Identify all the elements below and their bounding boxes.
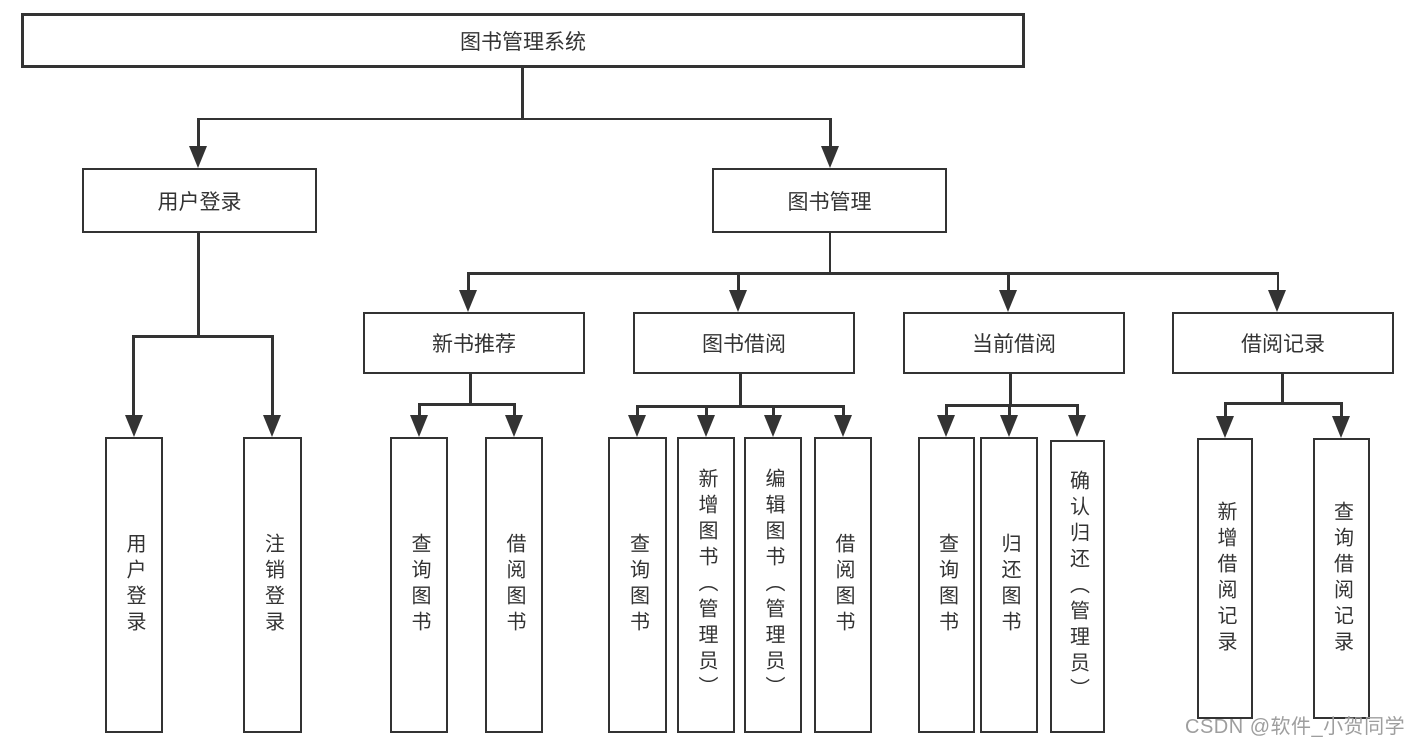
leaf-user-login-label: 用户登录 xyxy=(123,533,145,637)
leaf-query-books-current: 查询图书 xyxy=(918,437,975,733)
node-book-borrow-label: 图书借阅 xyxy=(702,333,786,356)
connector-stem xyxy=(467,272,470,292)
connector-root-trunk xyxy=(521,68,524,119)
leaf-add-books-admin-label: 新增图书（管理员） xyxy=(695,468,717,702)
leaf-return-books: 归还图书 xyxy=(980,437,1038,733)
leaf-logout-label: 注销登录 xyxy=(261,533,284,637)
connector-stem xyxy=(271,335,274,417)
connector-stem xyxy=(513,403,516,417)
connector-stem xyxy=(1224,402,1227,417)
leaf-confirm-return-admin-label: 确认归还（管理员） xyxy=(1066,469,1089,704)
arrowhead-icon xyxy=(505,415,523,437)
leaf-edit-books-admin-label: 编辑图书（管理员） xyxy=(762,468,784,702)
node-current-borrow: 当前借阅 xyxy=(903,312,1125,374)
arrowhead-icon xyxy=(1216,416,1234,438)
connector-stem xyxy=(737,272,740,292)
connector-stem xyxy=(1008,404,1011,417)
watermark: CSDN @软件_小贺同学 xyxy=(1185,716,1405,738)
node-book-management: 图书管理 xyxy=(712,168,947,233)
connector-book-borrow-splitter xyxy=(636,405,844,408)
arrowhead-icon xyxy=(937,415,955,437)
connector-stem xyxy=(1076,404,1079,417)
leaf-borrow-books-recommend-label: 借阅图书 xyxy=(503,533,525,637)
node-user-login: 用户登录 xyxy=(82,168,317,233)
node-new-book-recommend-label: 新书推荐 xyxy=(432,333,516,356)
connector-borrow-record-trunk xyxy=(1281,374,1284,404)
connector-current-borrow-splitter xyxy=(945,404,1078,407)
arrowhead-icon xyxy=(628,415,646,437)
node-new-book-recommend: 新书推荐 xyxy=(363,312,585,374)
connector-book-borrow-trunk xyxy=(739,374,742,407)
connector-current-borrow-trunk xyxy=(1009,374,1012,406)
connector-stem xyxy=(197,117,200,148)
leaf-query-books-recommend: 查询图书 xyxy=(390,437,448,733)
connector-stem xyxy=(636,405,639,417)
leaf-query-books-current-label: 查询图书 xyxy=(935,533,958,637)
connector-stem xyxy=(772,405,775,417)
arrowhead-icon xyxy=(1332,416,1350,438)
connector-user-login-trunk xyxy=(197,233,200,337)
connector-root-splitter xyxy=(197,117,832,120)
arrowhead-icon xyxy=(1068,415,1086,437)
node-book-borrow: 图书借阅 xyxy=(633,312,855,374)
leaf-query-borrow-record: 查询借阅记录 xyxy=(1313,438,1370,719)
connector-stem xyxy=(132,335,135,417)
connector-book-management-splitter xyxy=(467,272,1279,275)
leaf-user-login: 用户登录 xyxy=(105,437,163,733)
arrowhead-icon xyxy=(1268,290,1286,312)
leaf-logout: 注销登录 xyxy=(243,437,302,733)
connector-new-book-splitter xyxy=(418,403,515,406)
connector-stem xyxy=(1007,272,1010,292)
node-current-borrow-label: 当前借阅 xyxy=(972,333,1056,356)
arrowhead-icon xyxy=(410,415,428,437)
leaf-confirm-return-admin: 确认归还（管理员） xyxy=(1050,440,1105,733)
connector-book-management-trunk xyxy=(828,233,831,274)
leaf-return-books-label: 归还图书 xyxy=(998,533,1020,637)
connector-stem xyxy=(829,117,832,148)
leaf-add-borrow-record: 新增借阅记录 xyxy=(1197,438,1253,719)
node-borrow-record: 借阅记录 xyxy=(1172,312,1394,374)
arrowhead-icon xyxy=(821,146,839,168)
leaf-query-borrow-record-label: 查询借阅记录 xyxy=(1330,500,1353,657)
connector-stem xyxy=(1340,402,1343,417)
leaf-edit-books-admin: 编辑图书（管理员） xyxy=(744,437,802,733)
node-borrow-record-label: 借阅记录 xyxy=(1241,333,1325,356)
node-user-login-label: 用户登录 xyxy=(157,190,242,214)
node-root-label: 图书管理系统 xyxy=(460,30,586,54)
arrowhead-icon xyxy=(834,415,852,437)
arrowhead-icon xyxy=(729,290,747,312)
connector-new-book-trunk xyxy=(469,374,472,405)
arrowhead-icon xyxy=(125,415,143,437)
leaf-query-books-borrow-label: 查询图书 xyxy=(626,533,649,637)
arrowhead-icon xyxy=(189,146,207,168)
node-book-management-label: 图书管理 xyxy=(787,190,872,214)
leaf-borrow-books-label: 借阅图书 xyxy=(832,533,854,637)
leaf-borrow-books: 借阅图书 xyxy=(814,437,872,733)
node-root: 图书管理系统 xyxy=(21,13,1025,68)
leaf-borrow-books-recommend: 借阅图书 xyxy=(485,437,543,733)
arrowhead-icon xyxy=(263,415,281,437)
connector-borrow-record-splitter xyxy=(1224,402,1342,405)
connector-stem xyxy=(418,403,421,417)
arrowhead-icon xyxy=(697,415,715,437)
connector-stem xyxy=(842,405,845,417)
leaf-query-books-recommend-label: 查询图书 xyxy=(408,533,430,637)
connector-stem xyxy=(1276,272,1279,292)
arrowhead-icon xyxy=(459,290,477,312)
leaf-query-books-borrow: 查询图书 xyxy=(608,437,667,733)
connector-stem xyxy=(705,405,708,417)
connector-user-login-splitter xyxy=(132,335,273,338)
leaf-add-books-admin: 新增图书（管理员） xyxy=(677,437,735,733)
arrowhead-icon xyxy=(1000,415,1018,437)
leaf-add-borrow-record-label: 新增借阅记录 xyxy=(1214,500,1236,657)
arrowhead-icon xyxy=(999,290,1017,312)
arrowhead-icon xyxy=(764,415,782,437)
connector-stem xyxy=(945,404,948,417)
